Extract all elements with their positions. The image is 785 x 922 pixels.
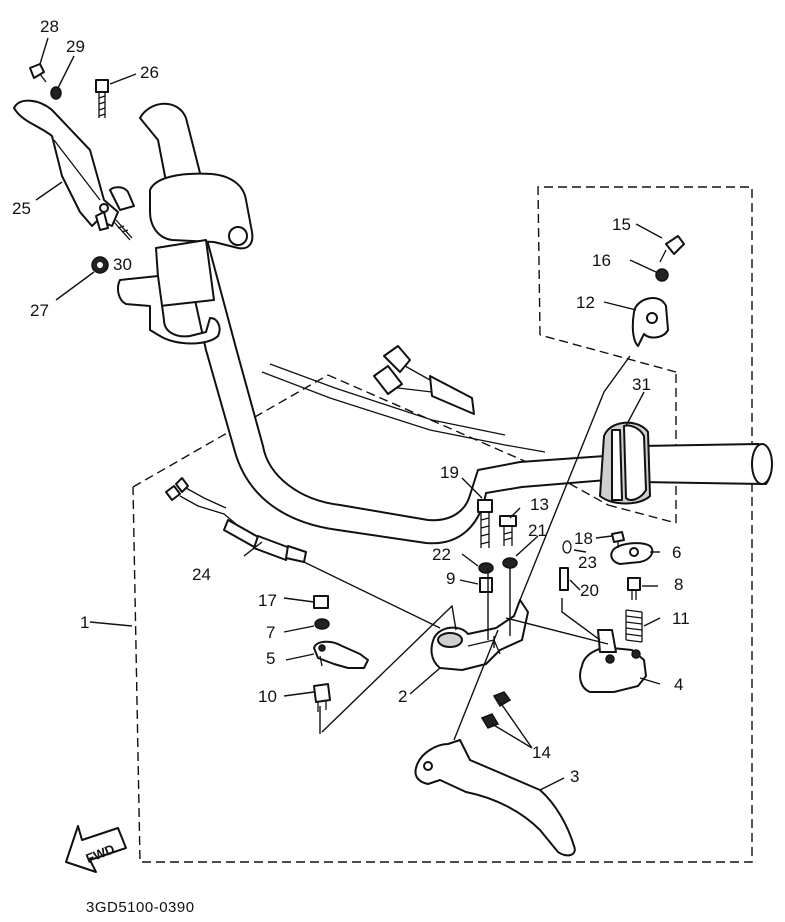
part-19-bolt [477, 499, 493, 548]
callout-30: 30 [113, 255, 132, 274]
callout-11: 11 [672, 609, 690, 628]
callout-2: 2 [398, 687, 407, 706]
callout-3: 3 [570, 767, 579, 786]
callout-6: 6 [672, 543, 681, 562]
callout-26: 26 [140, 63, 159, 82]
callout-12: 12 [576, 293, 595, 312]
callout-21: 21 [528, 521, 547, 540]
part-8-pin [627, 577, 641, 600]
part-18-screw [611, 531, 625, 548]
callout-15: 15 [612, 215, 631, 234]
diagram-code: 3GD5100-0390 [86, 899, 195, 916]
callout-31: 31 [632, 375, 651, 394]
part-5-switch [313, 640, 369, 669]
callout-24: 24 [192, 565, 211, 584]
part-13-bolt [499, 515, 517, 546]
part-6-plate [610, 542, 654, 565]
callout-7: 7 [266, 623, 275, 642]
callout-27: 27 [30, 301, 49, 320]
part-23-oring [562, 540, 572, 554]
callout-17: 17 [258, 591, 277, 610]
callout-28: 28 [40, 17, 59, 36]
callout-25: 25 [12, 199, 31, 218]
leader-lines [35, 37, 663, 791]
right-switch-31 [599, 421, 651, 505]
callout-20: 20 [580, 581, 599, 600]
callout-23: 23 [578, 553, 597, 572]
callout-29: 29 [66, 37, 85, 56]
part-4-bracket [579, 629, 647, 693]
left-switch-housing [117, 172, 254, 345]
callout-labels: 28 29 26 25 30 27 15 16 12 31 19 13 21 2… [12, 17, 690, 786]
callout-4: 4 [674, 675, 683, 694]
callout-9: 9 [446, 569, 455, 588]
callout-14: 14 [532, 743, 551, 762]
callout-22: 22 [432, 545, 451, 564]
callout-5: 5 [266, 649, 275, 668]
part-3-lever [414, 739, 576, 857]
callout-8: 8 [674, 575, 683, 594]
part-25-lever [13, 99, 119, 231]
callout-10: 10 [258, 687, 277, 706]
hardware-15-16-12 [631, 235, 685, 347]
fwd-arrow: FWD [65, 825, 127, 873]
part-20-rod [559, 567, 569, 591]
hardware-28-29-26-27-30 [29, 63, 135, 274]
right-grip [639, 443, 773, 485]
part-24-cable [165, 477, 307, 563]
washers-21-22-9 [478, 557, 518, 593]
callout-1: 1 [80, 613, 89, 632]
switch-connectors [373, 345, 475, 415]
small-parts-17-7-10 [313, 595, 331, 712]
callout-16: 16 [592, 251, 611, 270]
part-2-holder [430, 599, 529, 671]
callout-13: 13 [530, 495, 549, 514]
part-11-spring [625, 609, 643, 643]
callout-19: 19 [440, 463, 459, 482]
callout-18: 18 [574, 529, 593, 548]
